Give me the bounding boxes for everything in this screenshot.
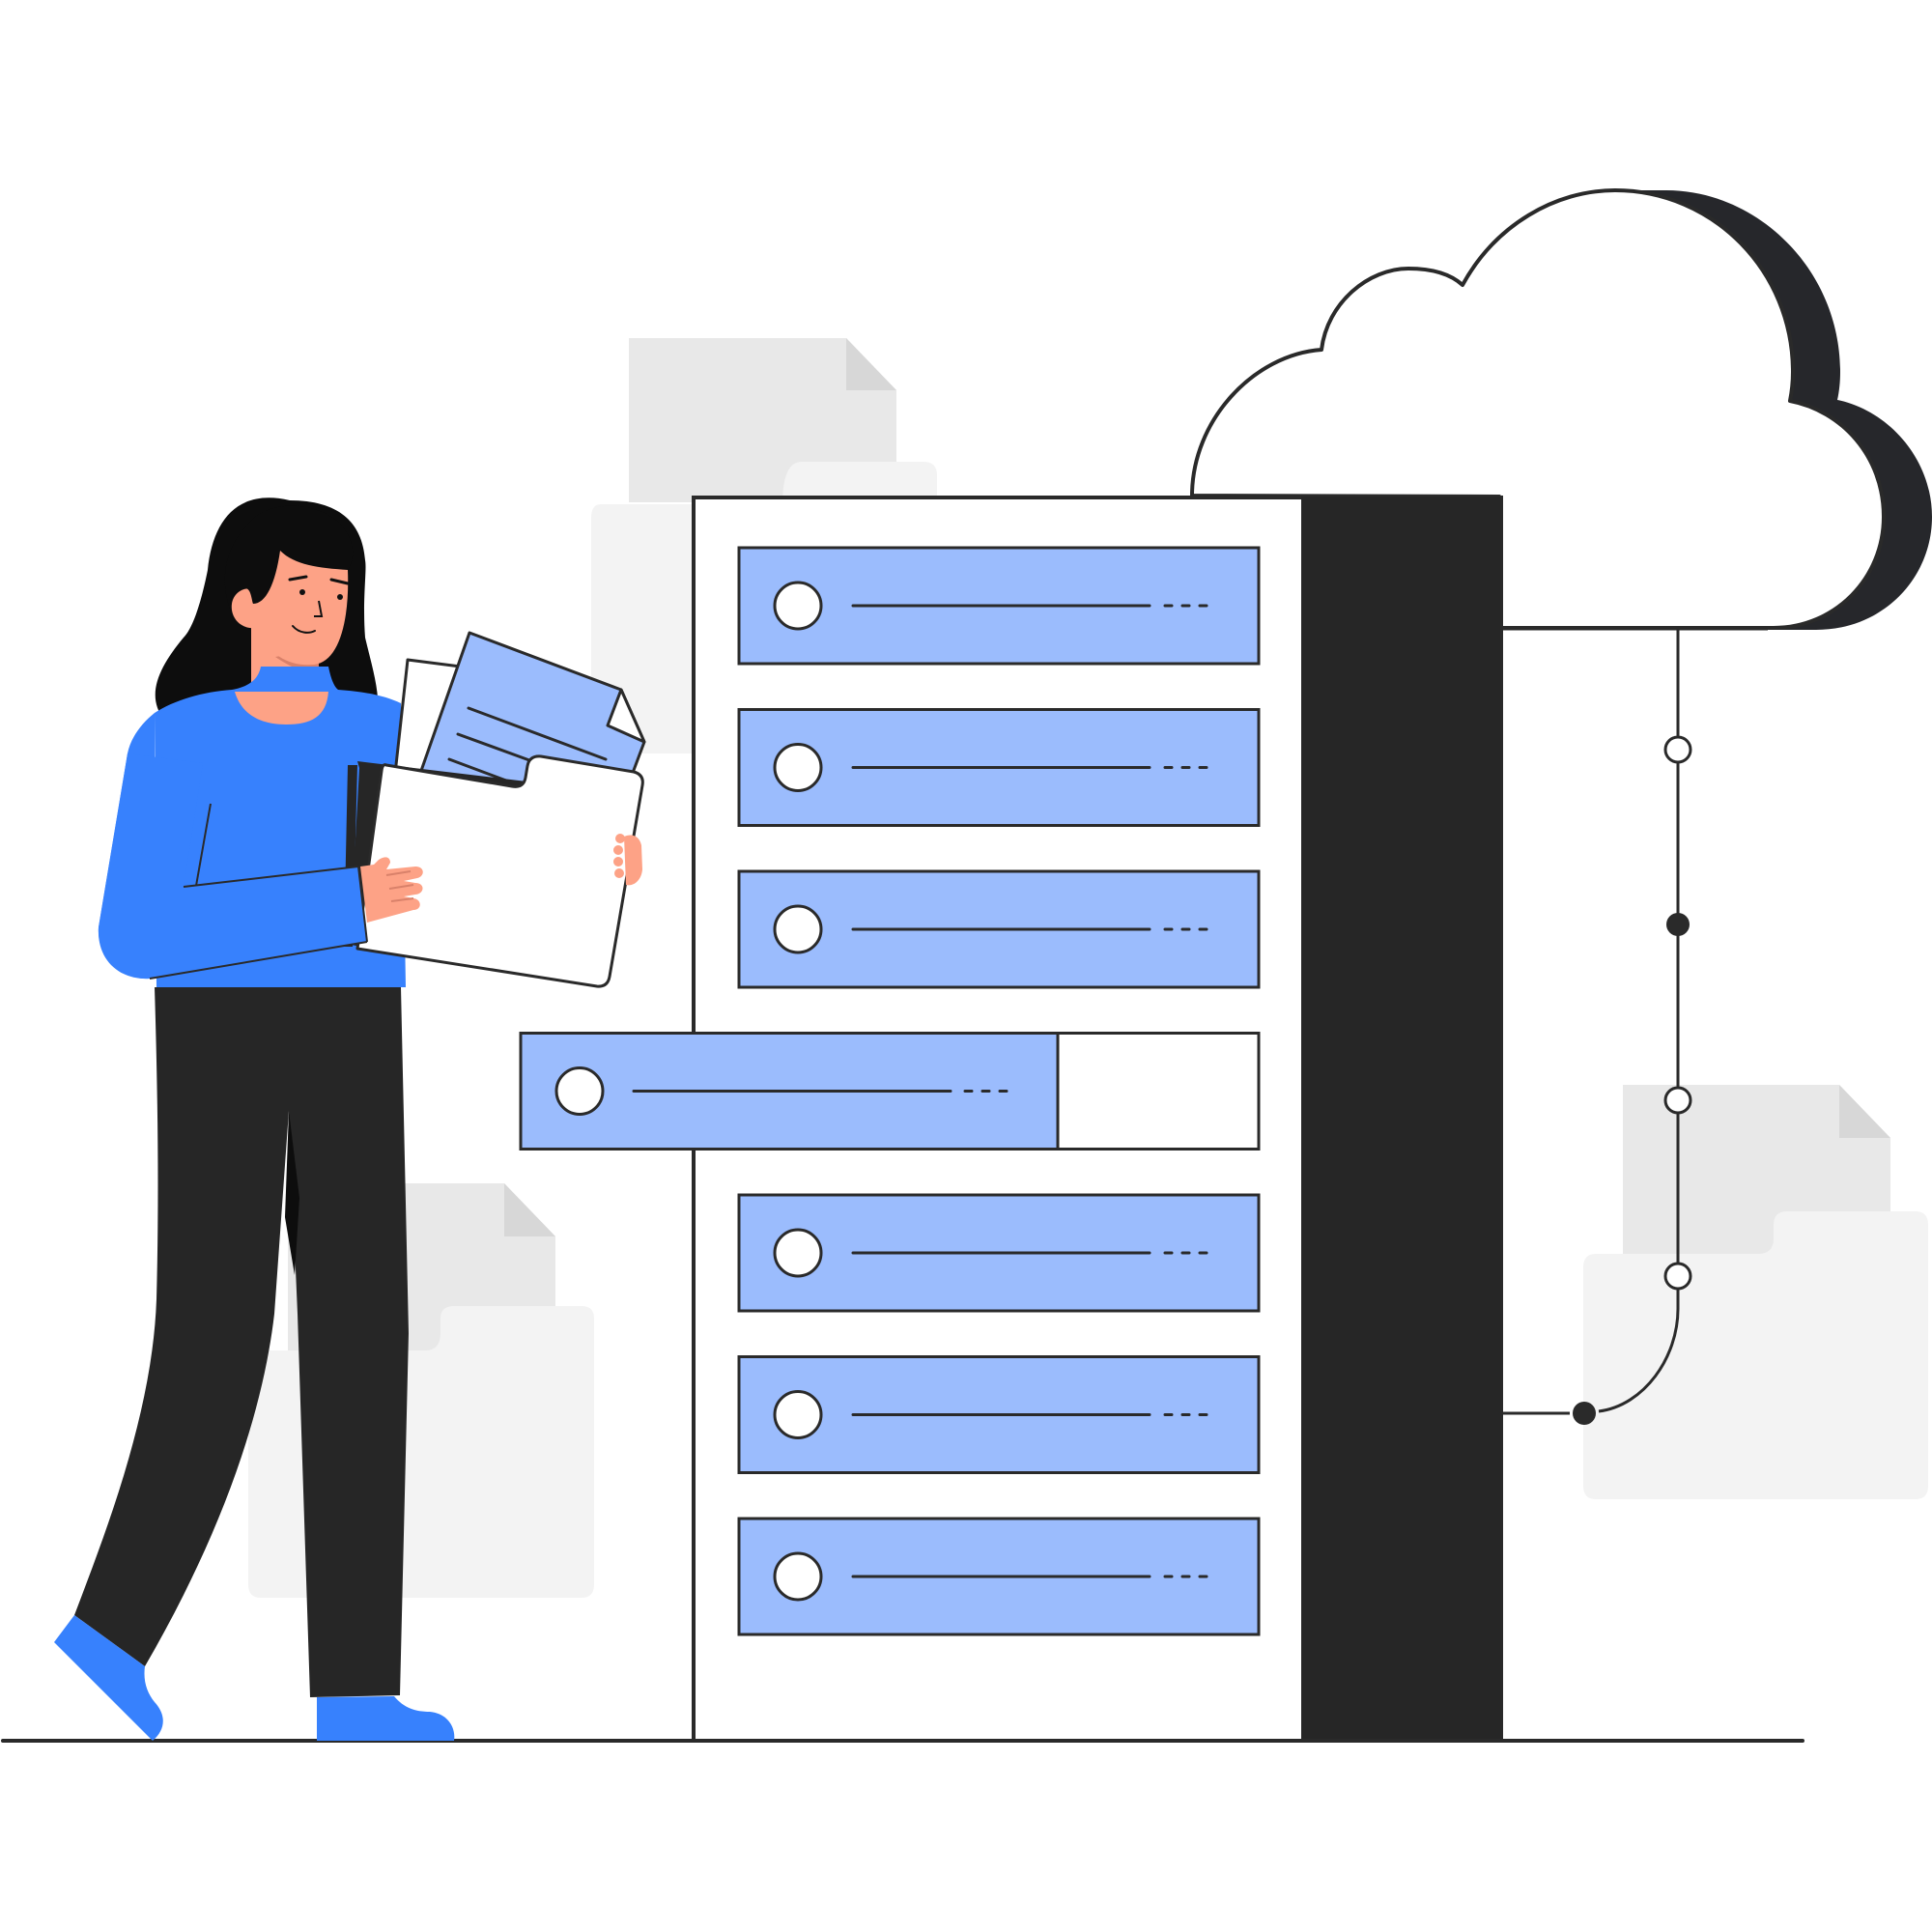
connector-node: [1666, 913, 1690, 936]
connector-node: [1573, 1402, 1596, 1425]
document-icon: [629, 338, 896, 502]
drive-bay: [737, 1193, 1261, 1313]
drive-bays: [519, 546, 1261, 1636]
drive-led: [773, 904, 823, 954]
drive-bay: [519, 1032, 1261, 1151]
held-folder-icon: [344, 631, 646, 988]
drive-led: [773, 1228, 823, 1278]
connector-node: [1663, 1262, 1692, 1291]
folder-icon: [1583, 1211, 1928, 1499]
drive-led: [773, 581, 823, 631]
drive-bay: [737, 869, 1261, 989]
drive-bay: [737, 1517, 1261, 1636]
drive-led: [773, 1551, 823, 1602]
cloud-icon: [1190, 188, 1932, 630]
drive-bay: [737, 1355, 1261, 1474]
drive-bay: [737, 546, 1261, 666]
connector-node: [1663, 1086, 1692, 1115]
person-front-arm: [98, 753, 423, 980]
drive-bay: [737, 708, 1261, 827]
network-connector: [1499, 627, 1768, 1425]
drive-led: [773, 743, 823, 792]
server-rack-icon: [519, 496, 1503, 1743]
drive-led: [554, 1066, 605, 1116]
connector-node: [1663, 735, 1692, 764]
drive-led: [773, 1390, 823, 1439]
